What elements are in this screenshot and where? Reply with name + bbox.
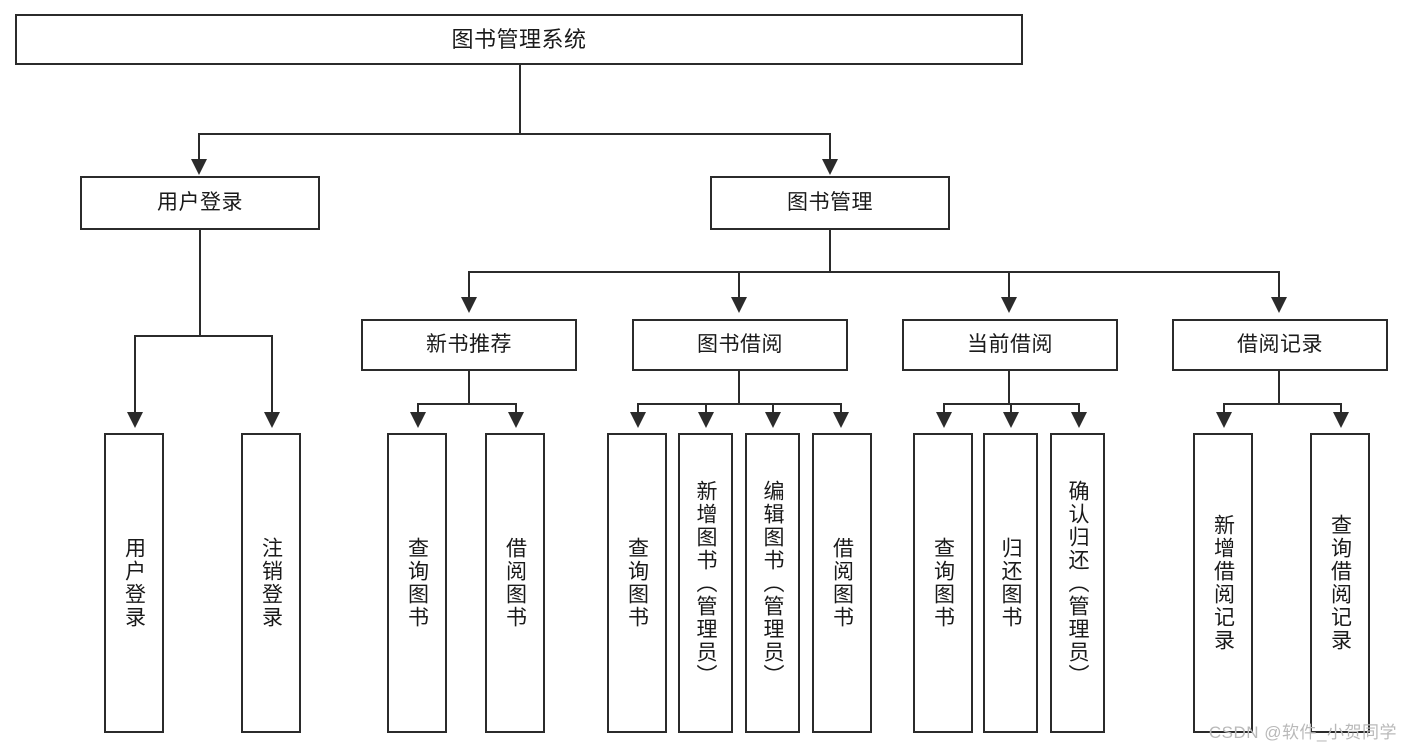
connector-bm-to-current-borrow <box>1008 271 1010 301</box>
arrow-br-to-leaf-1 <box>1216 412 1232 428</box>
connector-root-trunk <box>519 65 521 133</box>
arrow-bb-to-leaf-4 <box>833 412 849 428</box>
leaf-new-book-1[interactable]: 查询图书 <box>387 433 447 733</box>
arrow-bm-to-borrow-record <box>1271 297 1287 313</box>
arrow-bb-to-leaf-3 <box>765 412 781 428</box>
node-level2-borrow-record[interactable]: 借阅记录 <box>1172 319 1388 371</box>
node-level2-new-book-recommend[interactable]: 新书推荐 <box>361 319 577 371</box>
arrow-new-book-to-leaf-1 <box>410 412 426 428</box>
node-label: 归还图书 <box>999 537 1022 629</box>
connector-br-to-leaf-1 <box>1223 403 1225 417</box>
node-root-book-management-system[interactable]: 图书管理系统 <box>15 14 1023 65</box>
leaf-book-borrow-1[interactable]: 查询图书 <box>607 433 667 733</box>
arrow-new-book-to-leaf-2 <box>508 412 524 428</box>
node-label: 当前借阅 <box>967 332 1053 356</box>
connector-user-login-trunk <box>199 230 201 335</box>
leaf-book-borrow-4[interactable]: 借阅图书 <box>812 433 872 733</box>
arrow-cb-to-leaf-1 <box>936 412 952 428</box>
connector-new-book-to-leaf-1 <box>417 403 419 417</box>
connector-borrow-record-bar <box>1223 403 1341 405</box>
node-level1-user-login[interactable]: 用户登录 <box>80 176 320 230</box>
arrow-cb-to-leaf-3 <box>1071 412 1087 428</box>
node-label: 借阅图书 <box>830 537 854 629</box>
leaf-borrow-record-2[interactable]: 查询借阅记录 <box>1310 433 1370 733</box>
connector-bm-to-new-book <box>468 271 470 301</box>
connector-book-borrow-trunk <box>738 371 740 403</box>
node-label: 查询图书 <box>405 537 429 629</box>
connector-new-book-to-leaf-2 <box>515 403 517 417</box>
node-label: 编辑图书（管理员） <box>761 479 784 687</box>
arrow-bm-to-new-book <box>461 297 477 313</box>
node-label: 查询图书 <box>625 537 649 629</box>
node-label: 新书推荐 <box>426 332 512 356</box>
connector-user-login-to-leaf-2 <box>271 335 273 417</box>
connector-bb-to-leaf-2 <box>705 403 707 417</box>
connector-br-to-leaf-2 <box>1340 403 1342 417</box>
arrow-user-login-to-leaf-1 <box>127 412 143 428</box>
connector-new-book-trunk <box>468 371 470 403</box>
leaf-current-borrow-2[interactable]: 归还图书 <box>983 433 1038 733</box>
connector-borrow-record-trunk <box>1278 371 1280 403</box>
arrow-root-to-user-login <box>191 159 207 175</box>
node-label: 查询图书 <box>931 537 955 629</box>
connector-bb-to-leaf-3 <box>772 403 774 417</box>
leaf-book-borrow-3[interactable]: 编辑图书（管理员） <box>745 433 800 733</box>
leaf-user-login-1[interactable]: 用户登录 <box>104 433 164 733</box>
connector-bb-to-leaf-4 <box>840 403 842 417</box>
node-label: 图书借阅 <box>697 332 783 356</box>
node-label: 注销登录 <box>259 537 283 629</box>
connector-bm-to-borrow-record <box>1278 271 1280 301</box>
connector-bm-to-book-borrow <box>738 271 740 301</box>
connector-cb-to-leaf-3 <box>1078 403 1080 417</box>
leaf-user-login-2[interactable]: 注销登录 <box>241 433 301 733</box>
node-level1-book-management[interactable]: 图书管理 <box>710 176 950 230</box>
node-label: 图书管理 <box>787 190 873 214</box>
connector-new-book-bar <box>417 403 516 405</box>
node-label: 查询借阅记录 <box>1328 514 1352 652</box>
node-label: 确认归还（管理员） <box>1066 479 1089 687</box>
connector-book-management-trunk <box>829 230 831 271</box>
arrow-bb-to-leaf-1 <box>630 412 646 428</box>
connector-book-borrow-bar <box>637 403 841 405</box>
connector-bb-to-leaf-1 <box>637 403 639 417</box>
arrow-cb-to-leaf-2 <box>1003 412 1019 428</box>
connector-root-to-book-management <box>829 133 831 163</box>
arrow-br-to-leaf-2 <box>1333 412 1349 428</box>
leaf-current-borrow-3[interactable]: 确认归还（管理员） <box>1050 433 1105 733</box>
arrow-user-login-to-leaf-2 <box>264 412 280 428</box>
node-label: 用户登录 <box>157 190 243 214</box>
node-label: 新增图书（管理员） <box>694 479 717 687</box>
node-label: 图书管理系统 <box>451 26 587 52</box>
node-label: 借阅记录 <box>1237 332 1323 356</box>
connector-cb-to-leaf-2 <box>1010 403 1012 417</box>
connector-book-management-bar <box>468 271 1279 273</box>
arrow-bb-to-leaf-2 <box>698 412 714 428</box>
arrow-bm-to-book-borrow <box>731 297 747 313</box>
arrow-bm-to-current-borrow <box>1001 297 1017 313</box>
arrow-root-to-book-management <box>822 159 838 175</box>
connector-cb-to-leaf-1 <box>943 403 945 417</box>
node-level2-current-borrow[interactable]: 当前借阅 <box>902 319 1118 371</box>
connector-root-bar <box>198 133 831 135</box>
node-label: 借阅图书 <box>503 537 527 629</box>
leaf-borrow-record-1[interactable]: 新增借阅记录 <box>1193 433 1253 733</box>
connector-user-login-to-leaf-1 <box>134 335 136 417</box>
node-label: 用户登录 <box>122 537 146 629</box>
connector-user-login-bar <box>134 335 272 337</box>
node-level2-book-borrow[interactable]: 图书借阅 <box>632 319 848 371</box>
leaf-new-book-2[interactable]: 借阅图书 <box>485 433 545 733</box>
connector-root-to-user-login <box>198 133 200 163</box>
node-label: 新增借阅记录 <box>1211 514 1235 652</box>
leaf-book-borrow-2[interactable]: 新增图书（管理员） <box>678 433 733 733</box>
connector-current-borrow-trunk <box>1008 371 1010 403</box>
leaf-current-borrow-1[interactable]: 查询图书 <box>913 433 973 733</box>
